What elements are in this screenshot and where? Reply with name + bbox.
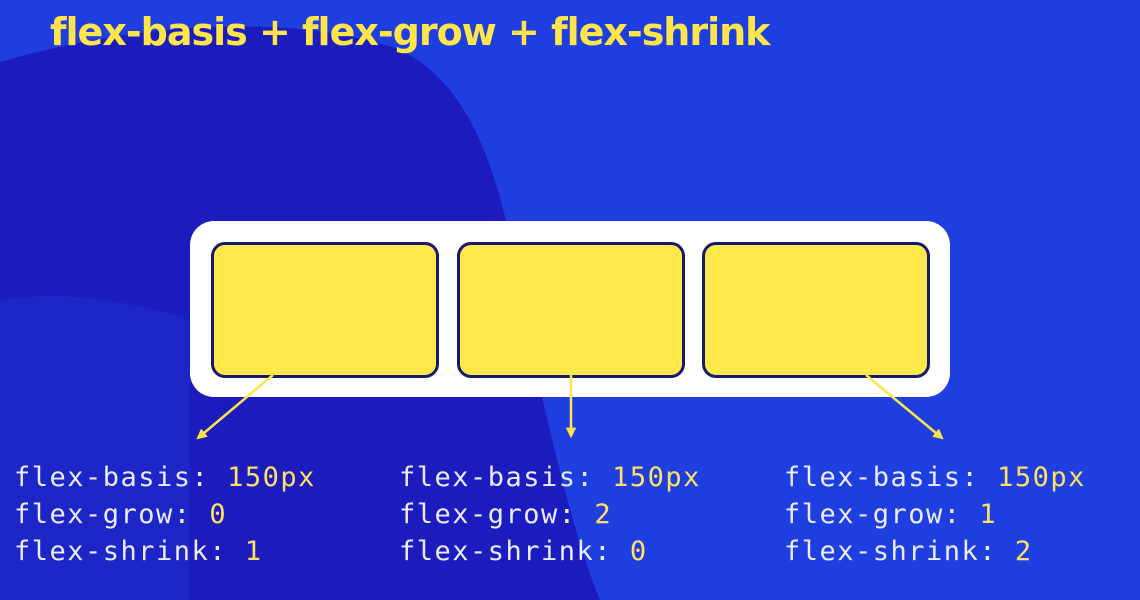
grow-value: 0 [209, 499, 228, 530]
shrink-label: flex-shrink: [784, 536, 998, 567]
shrink-value: 2 [1014, 536, 1033, 567]
shrink-label: flex-shrink: [399, 536, 613, 567]
shrink-line: flex-shrink: 2 [784, 533, 1086, 570]
grow-label: flex-grow: [14, 499, 192, 530]
shrink-value: 0 [629, 536, 648, 567]
code-block-1: flex-basis: 150px flex-grow: 0 flex-shri… [14, 459, 316, 570]
basis-line: flex-basis: 150px [14, 459, 316, 496]
basis-value: 150px [997, 462, 1086, 493]
grow-value: 2 [594, 499, 613, 530]
basis-label: flex-basis: [784, 462, 980, 493]
shrink-line: flex-shrink: 1 [14, 533, 316, 570]
grow-line: flex-grow: 0 [14, 496, 316, 533]
shrink-line: flex-shrink: 0 [399, 533, 701, 570]
grow-label: flex-grow: [399, 499, 577, 530]
basis-value: 150px [612, 462, 701, 493]
arrow-1 [196, 374, 274, 440]
grow-value: 1 [979, 499, 998, 530]
grow-line: flex-grow: 2 [399, 496, 701, 533]
basis-value: 150px [227, 462, 316, 493]
basis-label: flex-basis: [399, 462, 595, 493]
shrink-value: 1 [244, 536, 263, 567]
basis-line: flex-basis: 150px [784, 459, 1086, 496]
page-title: flex-basis + flex-grow + flex-shrink [50, 10, 770, 54]
basis-label: flex-basis: [14, 462, 210, 493]
grow-line: flex-grow: 1 [784, 496, 1086, 533]
flex-item-1 [211, 242, 439, 378]
flex-item-3 [702, 242, 930, 378]
grow-label: flex-grow: [784, 499, 962, 530]
code-block-3: flex-basis: 150px flex-grow: 1 flex-shri… [784, 459, 1086, 570]
code-block-2: flex-basis: 150px flex-grow: 2 flex-shri… [399, 459, 701, 570]
basis-line: flex-basis: 150px [399, 459, 701, 496]
arrow-3 [865, 374, 944, 440]
shrink-label: flex-shrink: [14, 536, 228, 567]
flex-container [190, 221, 950, 397]
